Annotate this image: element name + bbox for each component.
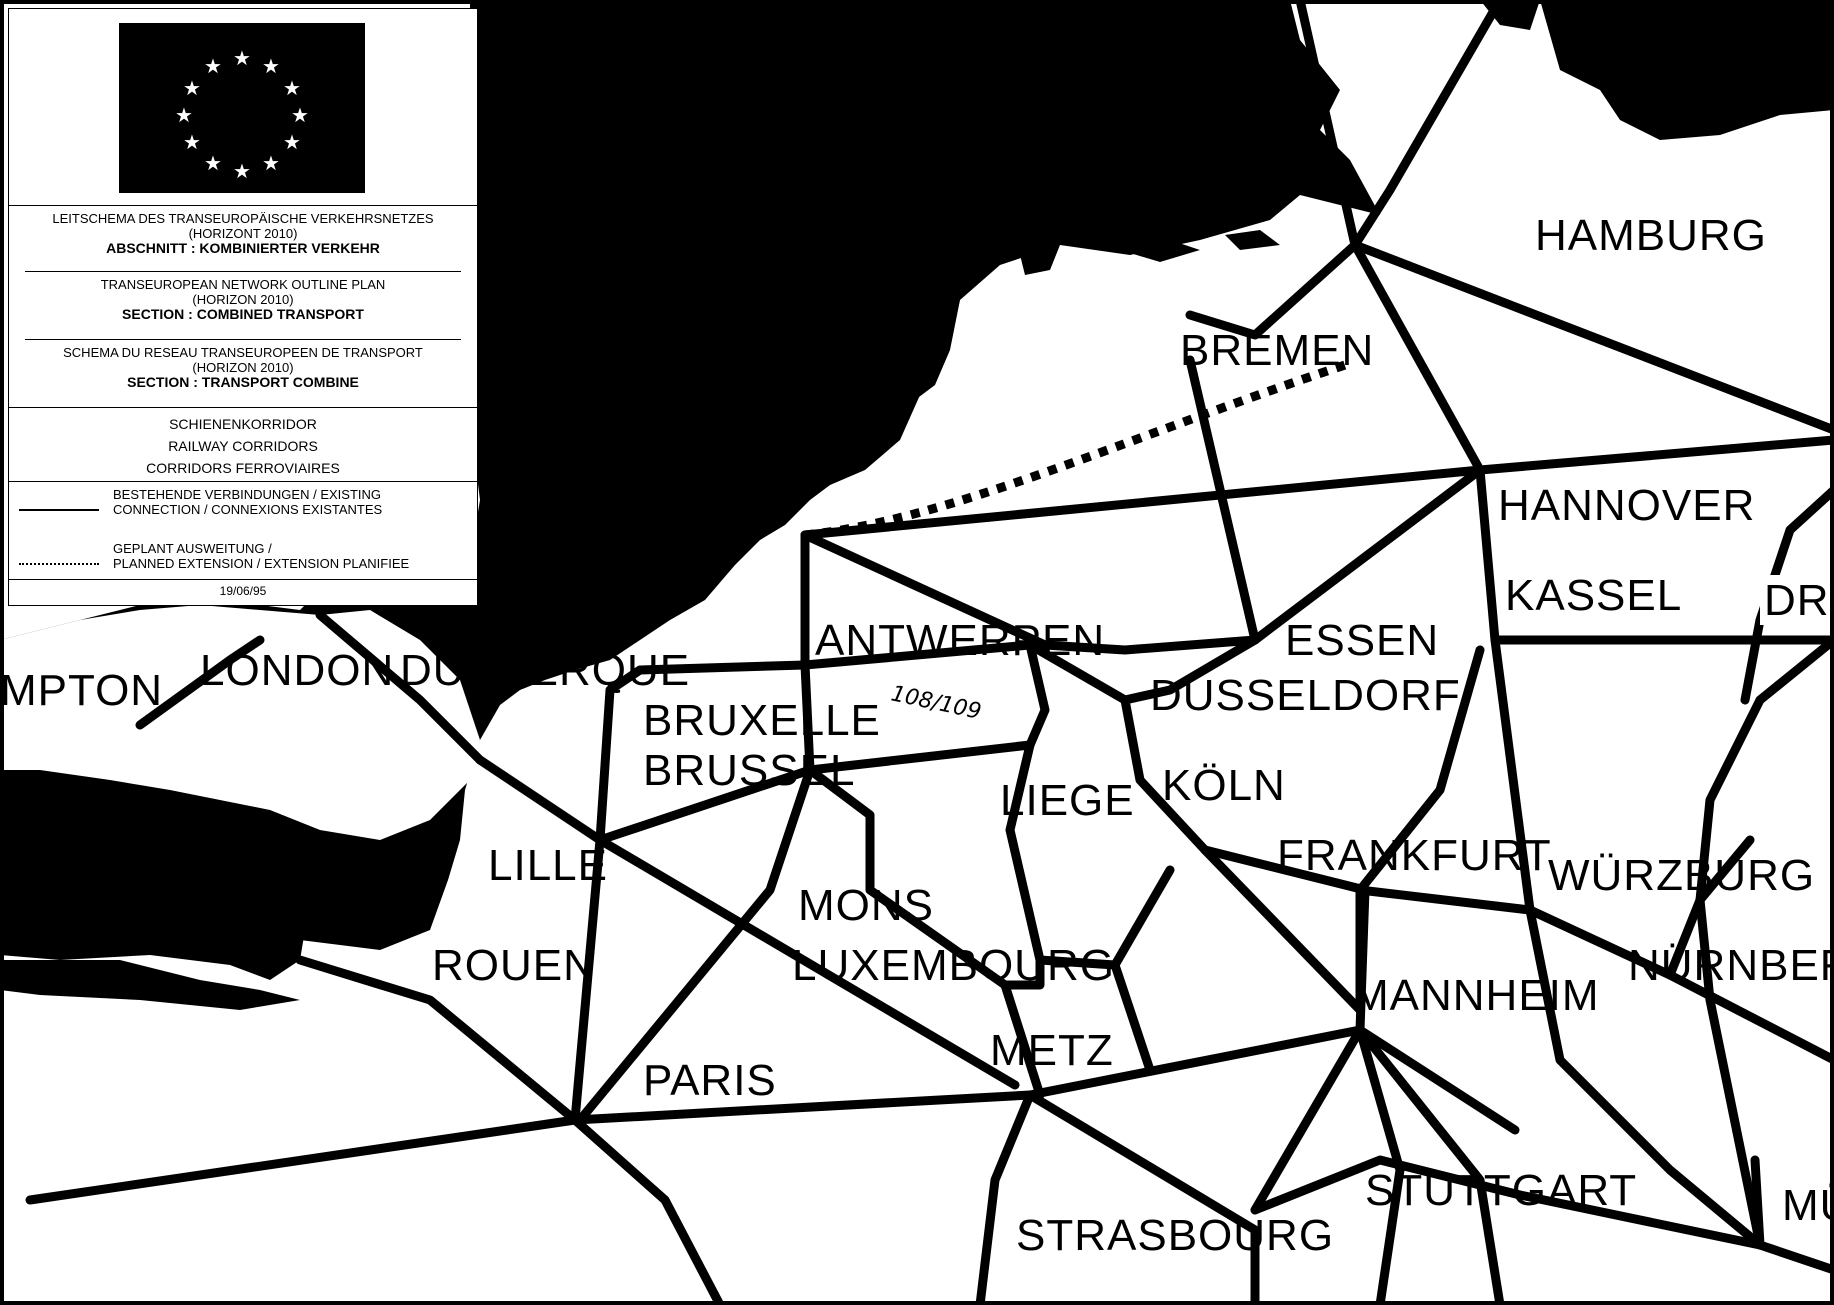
legend-title-en: TRANSEUROPEAN NETWORK OUTLINE PLAN (HORI… bbox=[100, 277, 386, 322]
handwritten-annotation: 108/109 bbox=[889, 681, 984, 724]
svg-text:★: ★ bbox=[262, 54, 280, 78]
label-essen: ESSEN bbox=[1285, 616, 1439, 665]
svg-text:★: ★ bbox=[233, 159, 251, 183]
label-metz: METZ bbox=[990, 1026, 1114, 1075]
existing-line-swatch bbox=[19, 509, 99, 511]
svg-text:★: ★ bbox=[204, 54, 222, 78]
legend-corridor-heading: SCHIENENKORRIDOR RAILWAY CORRIDORS CORRI… bbox=[146, 416, 340, 476]
label-brussel: BRUSSEL bbox=[643, 746, 855, 795]
label-lille: LILLE bbox=[488, 841, 608, 890]
label-hamburg: HAMBURG bbox=[1535, 211, 1767, 260]
legend-box: ★ ★ ★ ★ ★ ★ ★ ★ ★ ★ ★ ★ LEITSCHEMA DES T… bbox=[8, 8, 478, 606]
label-frankfurt: FRANKFURT bbox=[1277, 831, 1552, 880]
label-luxembourg: LUXEMBOURG bbox=[792, 941, 1115, 990]
label-rouen: ROUEN bbox=[432, 941, 596, 990]
label-bruxelles: BRUXELLE bbox=[643, 696, 881, 745]
label-mpton: MPTON bbox=[0, 666, 163, 715]
svg-text:★: ★ bbox=[283, 76, 301, 100]
legend-title-fr: SCHEMA DU RESEAU TRANSEUROPEEN DE TRANSP… bbox=[63, 345, 423, 390]
planned-line-swatch bbox=[19, 563, 99, 565]
planned-extension-line bbox=[804, 360, 1347, 540]
label-koln: KÖLN bbox=[1162, 761, 1286, 810]
label-dunkerque: DUNKERQUE bbox=[400, 646, 690, 695]
label-kassel: KASSEL bbox=[1505, 571, 1682, 620]
svg-text:★: ★ bbox=[183, 76, 201, 100]
land-areas bbox=[0, 270, 1320, 840]
label-paris: PARIS bbox=[643, 1056, 777, 1105]
label-wurzburg: WÜRZBURG bbox=[1548, 851, 1815, 900]
svg-text:★: ★ bbox=[291, 103, 309, 127]
svg-text:★: ★ bbox=[175, 103, 193, 127]
eu-flag-icon: ★ ★ ★ ★ ★ ★ ★ ★ ★ ★ ★ ★ bbox=[119, 23, 365, 193]
label-london: LONDON bbox=[200, 646, 394, 695]
existing-corridors bbox=[25, 0, 1834, 1305]
label-strasbourg: STRASBOURG bbox=[1016, 1211, 1334, 1260]
legend-planned: GEPLANT AUSWEITUNG / PLANNED EXTENSION /… bbox=[15, 541, 473, 581]
legend-title-de: LEITSCHEMA DES TRANSEUROPÄISCHE VERKEHRS… bbox=[52, 211, 434, 256]
legend-date: 19/06/95 bbox=[219, 584, 267, 598]
svg-text:★: ★ bbox=[204, 151, 222, 175]
label-mannheim: MANNHEIM bbox=[1352, 971, 1600, 1020]
label-mu: MÜ bbox=[1782, 1181, 1834, 1230]
label-liege: LIEGE bbox=[1000, 776, 1135, 825]
legend-existing: BESTEHENDE VERBINDUNGEN / EXISTING CONNE… bbox=[15, 487, 473, 527]
city-labels: HAMBURG BREMEN HANNOVER KASSEL ESSEN DUS… bbox=[0, 205, 1834, 1260]
label-antwerpen: ANTWERPEN bbox=[815, 616, 1105, 665]
svg-text:★: ★ bbox=[283, 130, 301, 154]
label-stuttgart: STUTTGART bbox=[1365, 1166, 1637, 1215]
svg-text:★: ★ bbox=[233, 46, 251, 70]
label-hannover: HANNOVER bbox=[1498, 481, 1755, 530]
label-nurnberg: NÜRNBERG bbox=[1628, 941, 1834, 990]
svg-text:★: ★ bbox=[183, 130, 201, 154]
label-dusseldorf: DUSSELDORF bbox=[1150, 671, 1461, 720]
label-mons: MONS bbox=[798, 881, 934, 930]
label-bremen: BREMEN bbox=[1180, 326, 1374, 375]
svg-text:★: ★ bbox=[262, 151, 280, 175]
label-dre: DRE bbox=[1764, 576, 1834, 625]
